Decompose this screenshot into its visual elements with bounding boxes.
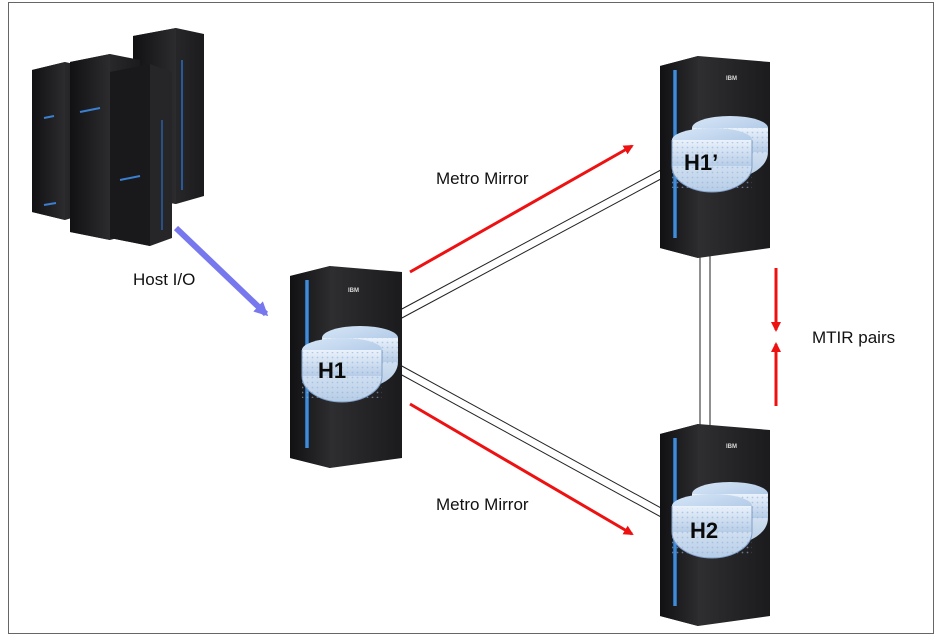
storage-system-h2: IBM H2 <box>660 424 770 626</box>
link-h1-to-h1prime <box>399 163 673 320</box>
host-io-label: Host I/O <box>133 270 195 289</box>
host-mainframe <box>32 28 204 246</box>
metro-mirror-top-arrow <box>409 144 634 274</box>
brand-logo-h2: IBM <box>726 444 737 450</box>
storage-system-h1-prime: IBM H1’ <box>660 56 770 258</box>
mtir-pairs-label: MTIR pairs <box>812 328 895 347</box>
volume-disks-h1-prime <box>671 116 768 193</box>
metro-mirror-top-label: Metro Mirror <box>436 169 529 188</box>
storage-system-h1: IBM H1 <box>290 266 402 468</box>
link-h1-to-h2 <box>399 364 673 524</box>
host-io-arrow <box>173 225 269 317</box>
brand-logo-h1-prime: IBM <box>726 76 737 82</box>
volume-h1-prime-label: H1’ <box>684 150 718 175</box>
metro-mirror-bottom-label: Metro Mirror <box>436 495 529 514</box>
metro-mirror-bottom-arrow <box>409 402 634 536</box>
link-h1prime-to-h2 <box>699 256 711 426</box>
volume-h1-label: H1 <box>318 358 346 383</box>
volume-h2-label: H2 <box>690 518 718 543</box>
volume-disks-h2 <box>671 482 768 559</box>
brand-logo-h1: IBM <box>348 288 359 294</box>
volume-disks-h1 <box>301 326 398 403</box>
